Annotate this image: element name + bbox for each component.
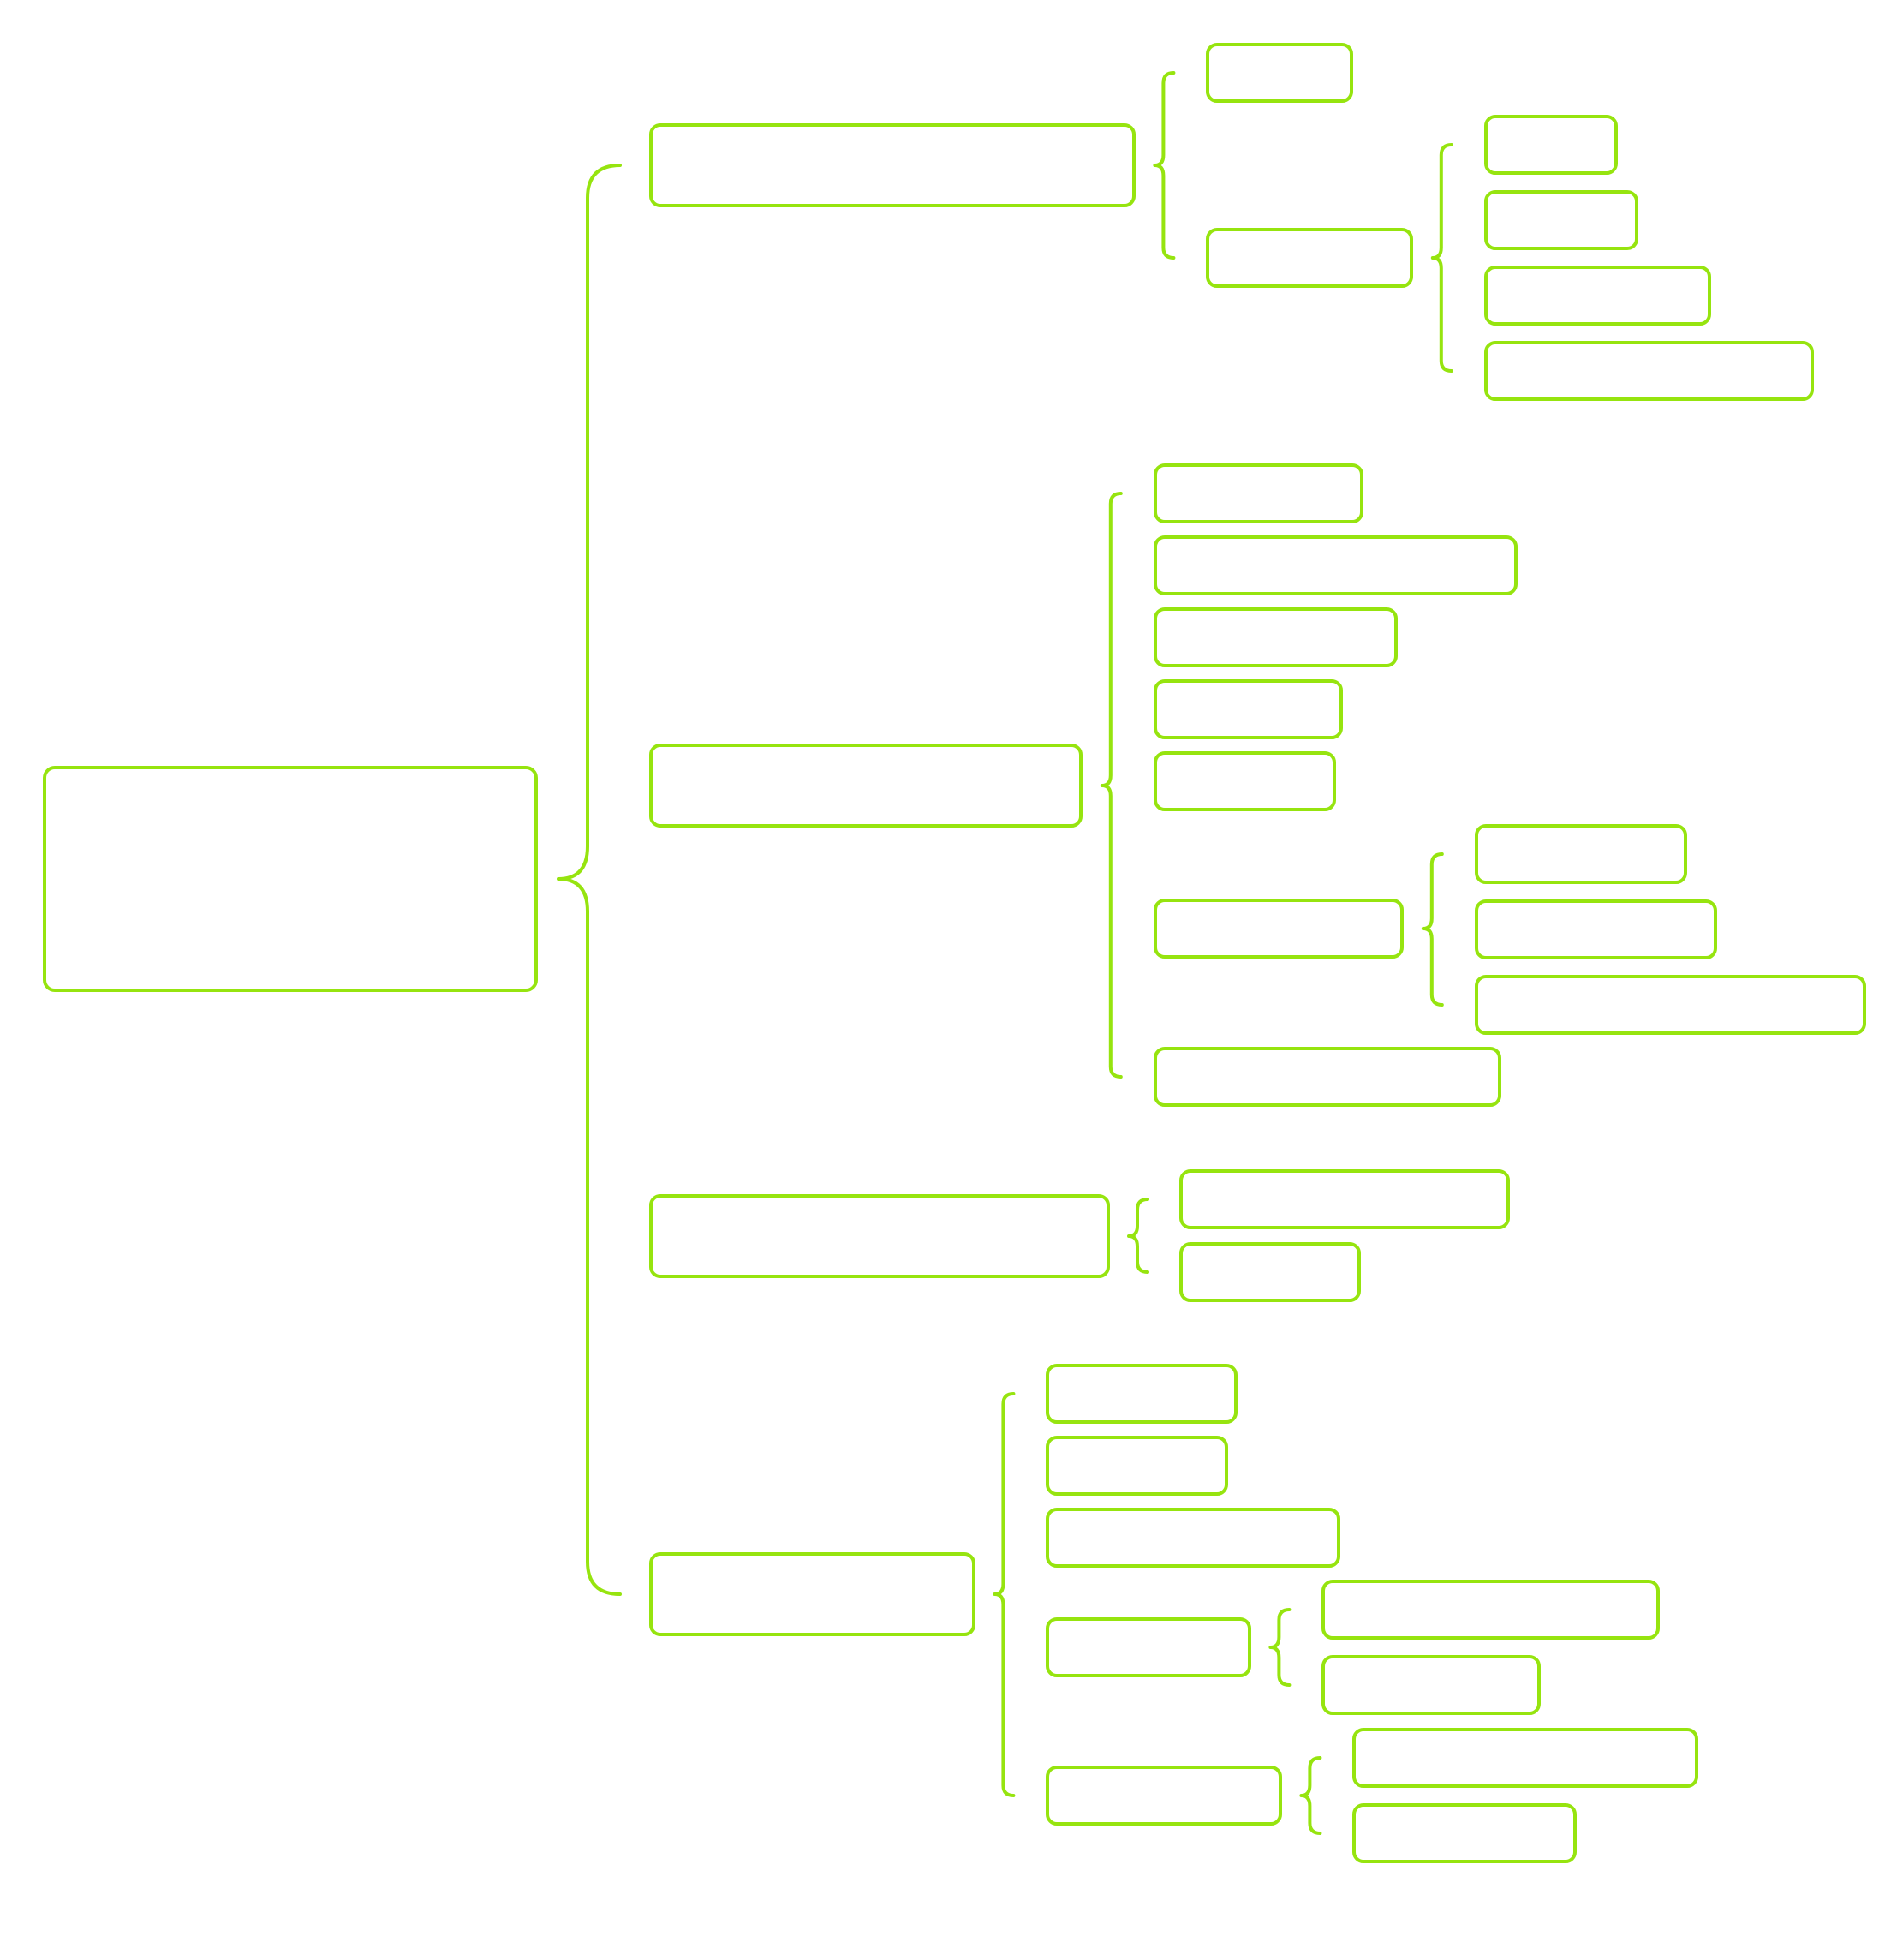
root-node	[43, 766, 538, 992]
mind-map-node	[1154, 899, 1404, 959]
node-box	[1179, 1169, 1510, 1229]
mind-map-node	[1484, 266, 1711, 326]
node-box	[1046, 1436, 1228, 1496]
mind-map-node	[1475, 824, 1687, 884]
connector-brace	[993, 1392, 1016, 1797]
mind-map-node	[1475, 975, 1866, 1035]
node-box	[1046, 1617, 1251, 1677]
mind-map-node	[1321, 1580, 1660, 1640]
node-box	[649, 1194, 1110, 1278]
node-box	[1179, 1242, 1361, 1302]
connector-brace	[1299, 1756, 1322, 1835]
mind-map-node	[1154, 1047, 1501, 1107]
node-box	[1484, 190, 1638, 250]
node-box	[1206, 228, 1413, 288]
mind-map-node	[1046, 1508, 1340, 1568]
node-box	[1046, 1766, 1282, 1826]
node-box	[1352, 1728, 1698, 1788]
mind-map-node	[1046, 1766, 1282, 1826]
mind-map-node	[1154, 463, 1363, 523]
node-box	[1154, 463, 1363, 523]
node-box	[1484, 266, 1711, 326]
node-box	[1154, 1047, 1501, 1107]
root-node-box	[43, 766, 538, 992]
connector-brace	[1421, 852, 1444, 1007]
node-box	[1154, 679, 1343, 739]
node-box	[1206, 43, 1353, 103]
mind-map-node	[1352, 1728, 1698, 1788]
node-box	[1321, 1580, 1660, 1640]
mind-map-node	[1321, 1655, 1541, 1715]
connector-braces	[557, 71, 1453, 1835]
node-box	[1154, 899, 1404, 959]
node-box	[1046, 1508, 1340, 1568]
mind-map-node	[1046, 1436, 1228, 1496]
mind-map-node	[1179, 1242, 1361, 1302]
connector-brace	[1100, 492, 1123, 1079]
mind-map-node	[1352, 1803, 1577, 1863]
mind-map-node	[649, 123, 1136, 207]
node-box	[1352, 1803, 1577, 1863]
node-box	[1154, 535, 1518, 595]
node-box	[1154, 607, 1398, 667]
node-box	[1484, 341, 1814, 401]
mind-map-node	[1154, 535, 1518, 595]
mind-map-node	[1206, 228, 1413, 288]
mind-map-node	[1475, 899, 1717, 959]
node-box	[1046, 1364, 1238, 1424]
node-box	[1475, 899, 1717, 959]
mind-map-nodes	[43, 43, 1866, 1863]
mind-map-node	[1154, 679, 1343, 739]
mind-map-node	[649, 744, 1083, 828]
node-box	[1475, 824, 1687, 884]
mind-map-node	[649, 1552, 975, 1636]
connector-brace	[1153, 71, 1176, 260]
mind-map-node	[649, 1194, 1110, 1278]
node-box	[1321, 1655, 1541, 1715]
mind-map-node	[1046, 1617, 1251, 1677]
node-box	[649, 123, 1136, 207]
mind-map-node	[1154, 607, 1398, 667]
node-box	[1475, 975, 1866, 1035]
mind-map-node	[1154, 751, 1336, 811]
node-box	[1154, 751, 1336, 811]
mind-map-node	[1484, 115, 1618, 175]
node-box	[649, 744, 1083, 828]
connector-brace	[1268, 1608, 1292, 1687]
connector-brace	[557, 164, 622, 1596]
mind-map-node	[1179, 1169, 1510, 1229]
connector-brace	[1127, 1198, 1149, 1274]
connector-brace	[1430, 143, 1453, 373]
mind-map-node	[1046, 1364, 1238, 1424]
mind-map-node	[1206, 43, 1353, 103]
mind-map-node	[1484, 341, 1814, 401]
mind-map-node	[1484, 190, 1638, 250]
node-box	[649, 1552, 975, 1636]
node-box	[1484, 115, 1618, 175]
